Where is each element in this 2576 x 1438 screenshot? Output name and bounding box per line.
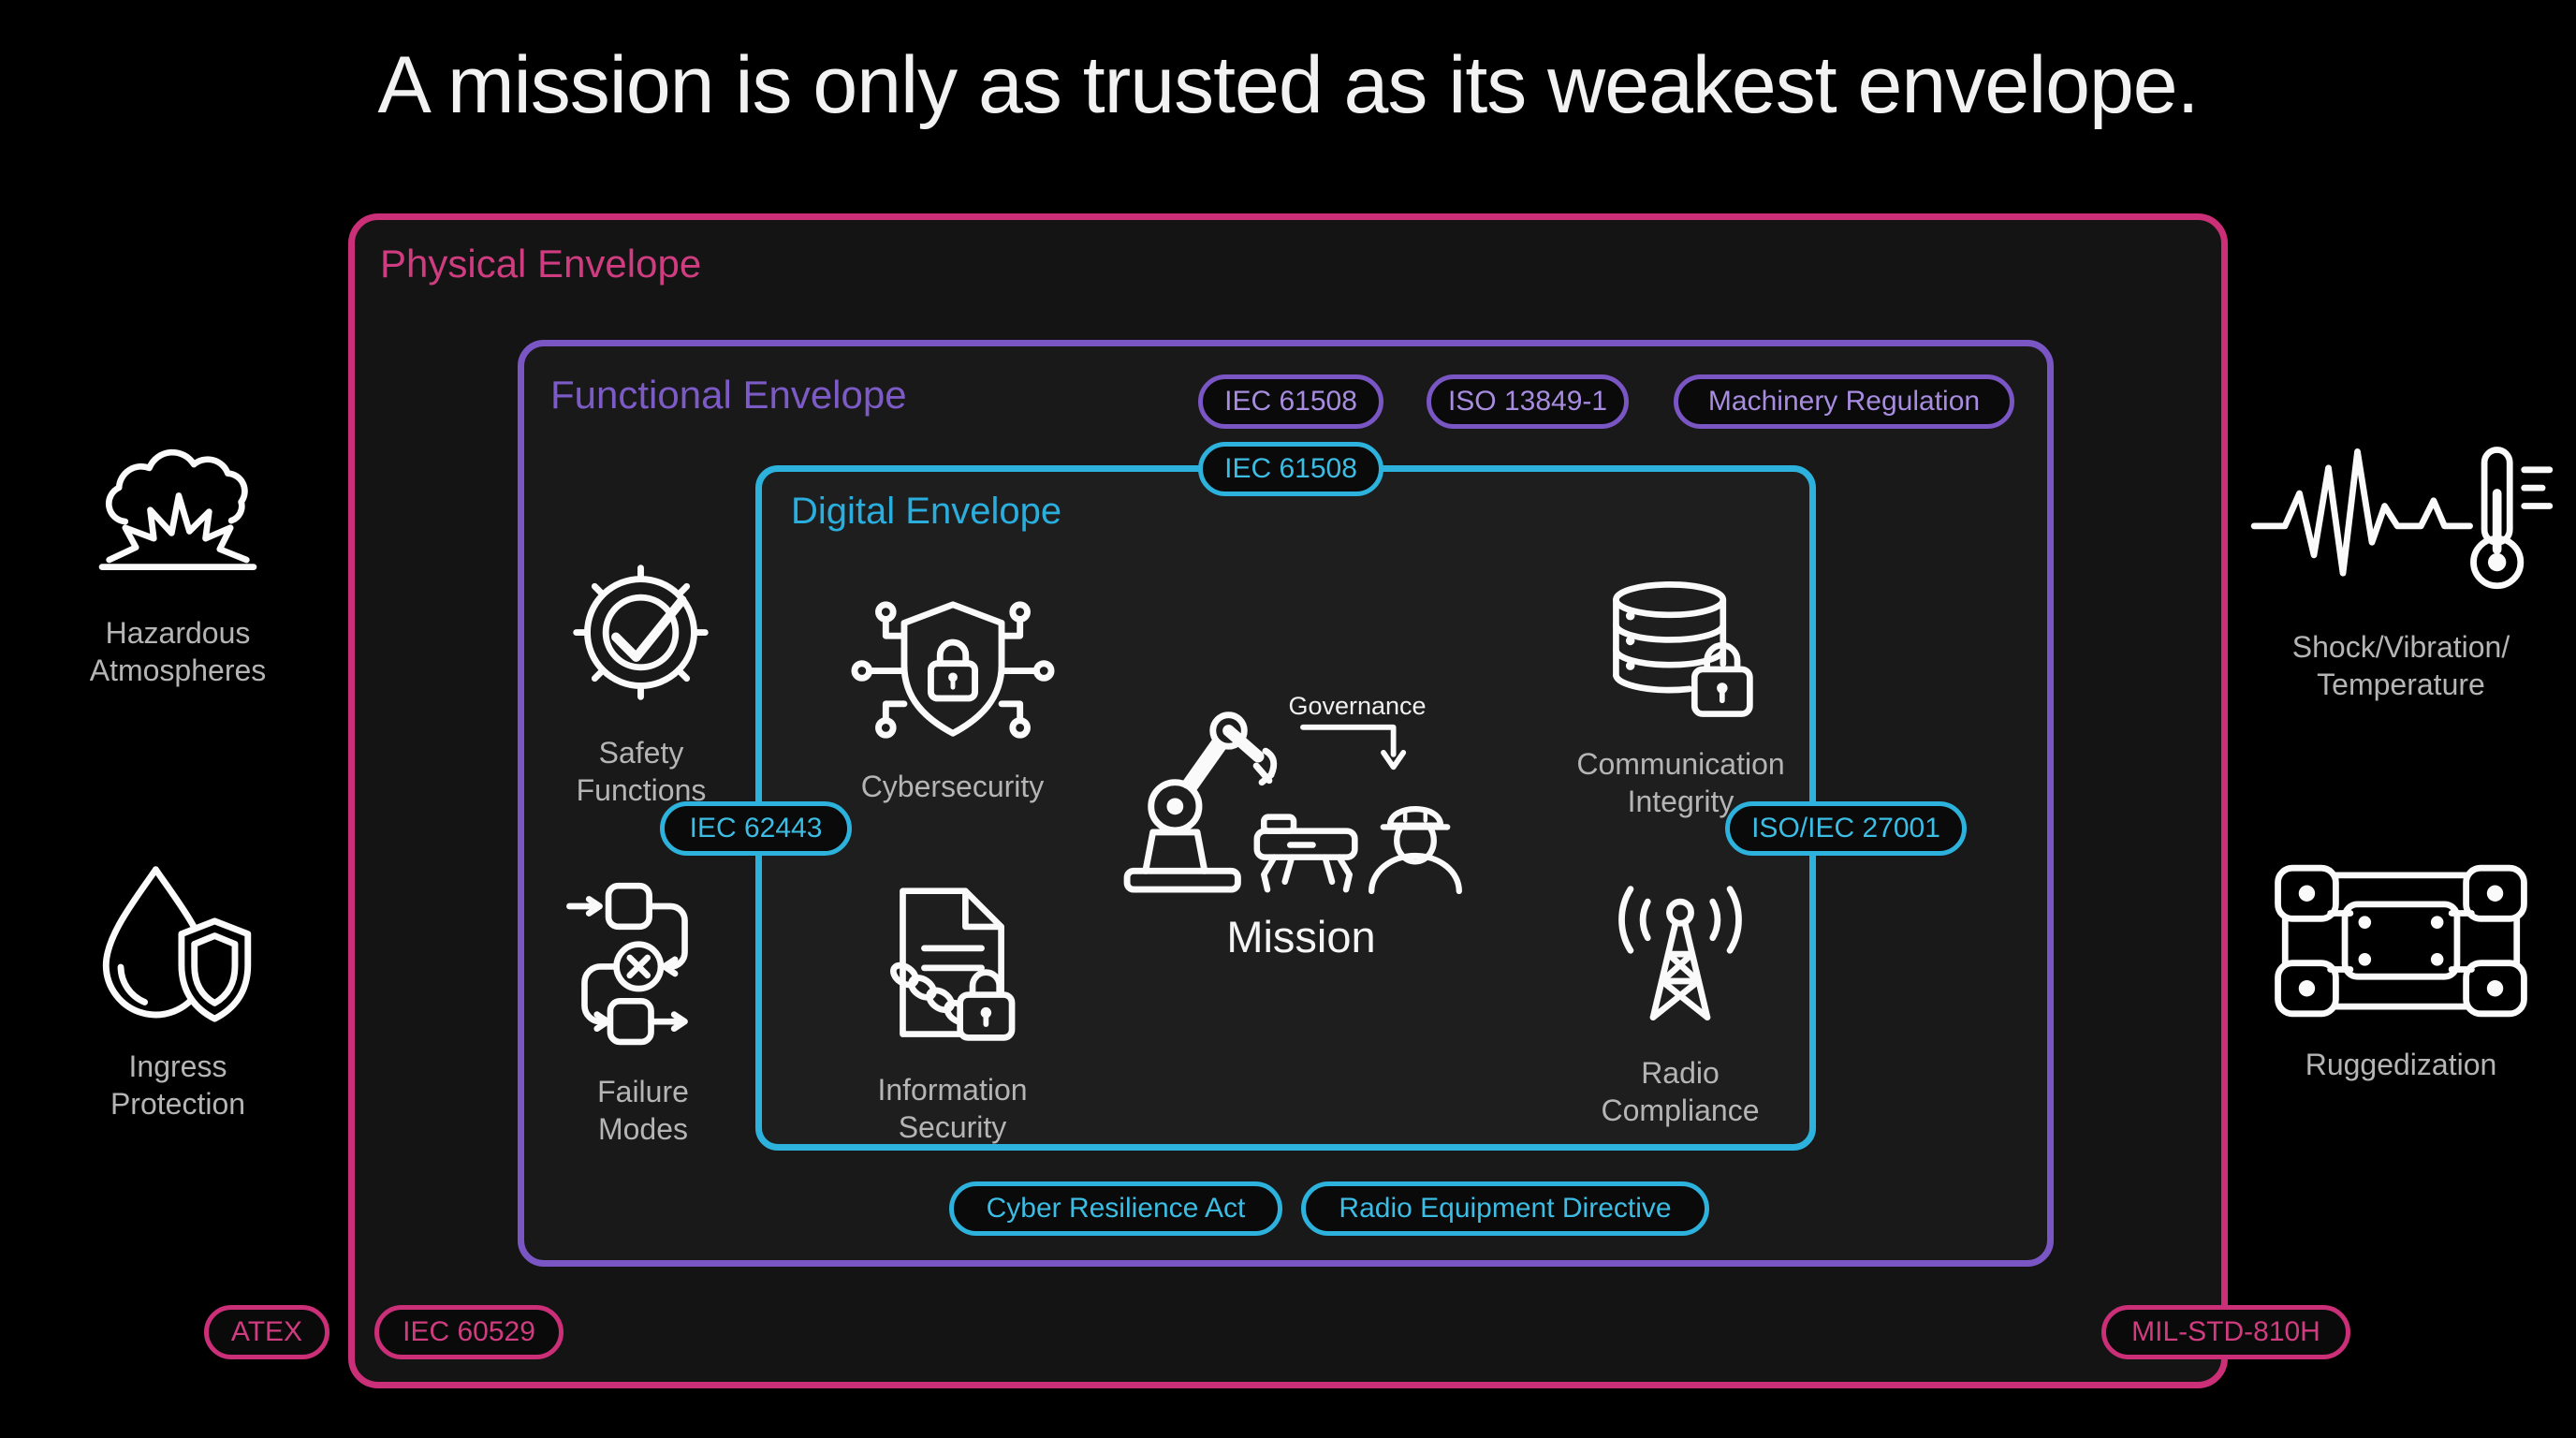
badge-machinery-regulation: Machinery Regulation bbox=[1674, 374, 2014, 429]
item-label-ingress-protection: Ingress Protection bbox=[110, 1049, 246, 1121]
item-label-hazardous-atmospheres: Hazardous Atmospheres bbox=[89, 616, 267, 687]
mission-label: Mission bbox=[1226, 912, 1376, 961]
vibration-thermometer-icon bbox=[2250, 447, 2554, 590]
badge-iec-60529: IEC 60529 bbox=[374, 1305, 564, 1359]
database-lock-icon bbox=[1612, 581, 1753, 717]
digital-envelope-label: Digital Envelope bbox=[791, 491, 1062, 532]
explosion-cloud-icon bbox=[98, 448, 257, 570]
physical-envelope-label: Physical Envelope bbox=[380, 242, 702, 286]
badge-atex: ATEX bbox=[204, 1305, 329, 1359]
item-label-failure-modes: Failure Modes bbox=[597, 1075, 689, 1146]
functional-item-failure-modes: Failure Modes bbox=[554, 878, 732, 1148]
badge-iso-iec-27001: ISO/IEC 27001 bbox=[1725, 801, 1967, 856]
document-chain-lock-icon bbox=[889, 888, 1015, 1041]
droplet-shield-icon bbox=[102, 866, 252, 1022]
shield-circuit-lock-icon bbox=[851, 601, 1054, 739]
gear-check-icon bbox=[573, 565, 709, 700]
item-label-communication-integrity: Communication Integrity bbox=[1576, 747, 1785, 818]
robot-dog-icon bbox=[1253, 814, 1358, 893]
governance-label: Governance bbox=[1288, 692, 1427, 720]
badge-iec-61508-functional: IEC 61508 bbox=[1198, 374, 1383, 429]
digital-item-cybersecurity: Cybersecurity bbox=[833, 595, 1072, 805]
badge-iso-13849-1: ISO 13849-1 bbox=[1427, 374, 1629, 429]
item-label-cybersecurity: Cybersecurity bbox=[860, 770, 1045, 803]
item-label-information-security: Information Security bbox=[877, 1073, 1028, 1144]
item-label-radio-compliance: Radio Compliance bbox=[1601, 1056, 1760, 1127]
radio-tower-icon bbox=[1618, 886, 1742, 1021]
badge-radio-equipment-directive: Radio Equipment Directive bbox=[1301, 1181, 1709, 1236]
badge-iec-62443: IEC 62443 bbox=[660, 801, 852, 856]
digital-item-communication-integrity: Communication Integrity bbox=[1543, 573, 1819, 820]
rugged-case-icon bbox=[2275, 864, 2527, 1018]
outer-item-ruggedization: Ruggedization bbox=[2261, 857, 2541, 1083]
outer-item-hazardous-atmospheres: Hazardous Atmospheres bbox=[51, 433, 304, 689]
functional-item-safety-functions: Safety Functions bbox=[548, 552, 735, 809]
item-label-ruggedization: Ruggedization bbox=[2305, 1048, 2497, 1081]
digital-item-information-security: Information Security bbox=[838, 880, 1067, 1146]
outer-item-ingress-protection: Ingress Protection bbox=[51, 857, 304, 1123]
mission-group: Governance Mission bbox=[1114, 688, 1544, 997]
item-label-shock-vibration-temperature: Shock/Vibration/ Temperature bbox=[2291, 630, 2510, 701]
worker-hardhat-icon bbox=[1368, 806, 1462, 894]
item-label-safety-functions: Safety Functions bbox=[576, 736, 707, 807]
badge-cyber-resilience-act: Cyber Resilience Act bbox=[949, 1181, 1282, 1236]
badge-iec-61508-digital: IEC 61508 bbox=[1198, 442, 1383, 496]
badge-mil-std-810h: MIL-STD-810H bbox=[2101, 1305, 2350, 1359]
robot-arm-icon bbox=[1123, 712, 1278, 893]
page-title: A mission is only as trusted as its weak… bbox=[377, 40, 2199, 130]
outer-item-shock-vibration-temperature: Shock/Vibration/ Temperature bbox=[2247, 435, 2555, 703]
governance-arrow-icon bbox=[1300, 724, 1407, 770]
failure-flowchart-icon bbox=[566, 882, 688, 1046]
digital-item-radio-compliance: Radio Compliance bbox=[1549, 880, 1811, 1129]
functional-envelope-label: Functional Envelope bbox=[550, 373, 907, 417]
